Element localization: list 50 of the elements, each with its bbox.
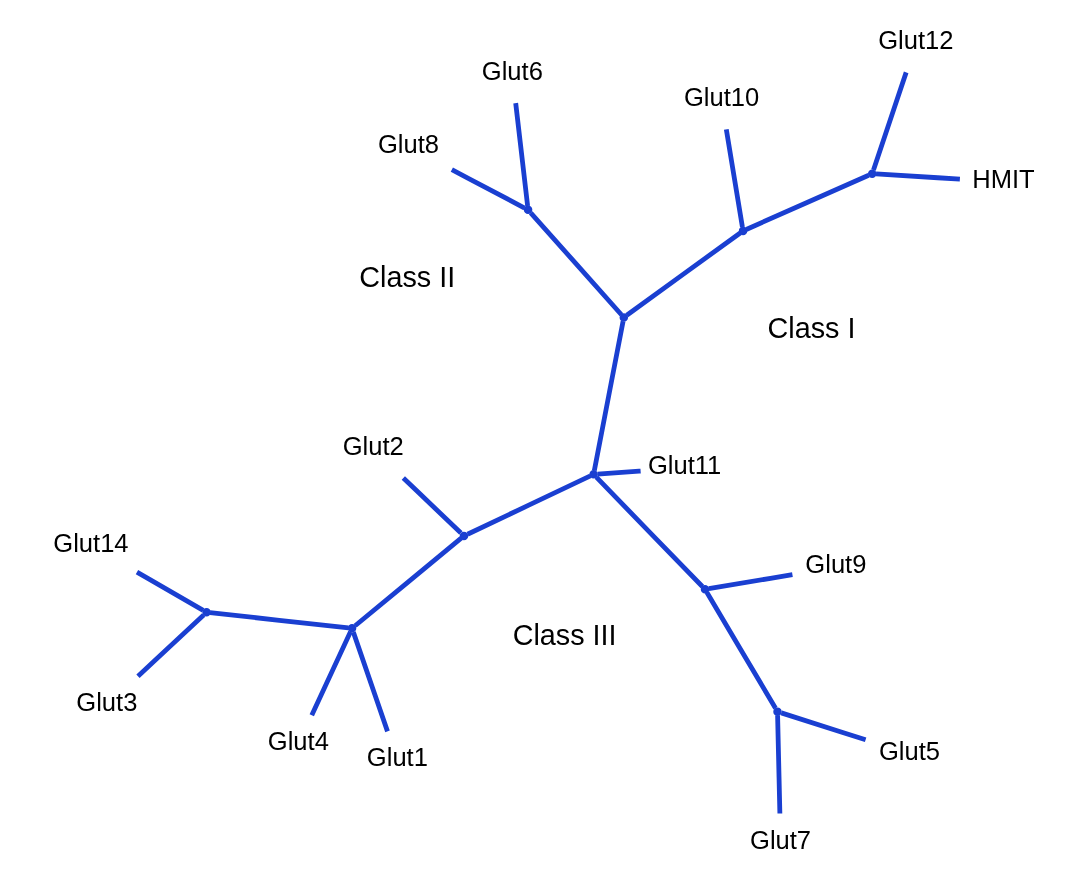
- connector: [350, 631, 390, 733]
- connector: [780, 710, 866, 743]
- connector: [401, 476, 463, 535]
- node-point: [459, 531, 468, 541]
- connector: [353, 536, 463, 628]
- connector: [450, 167, 526, 211]
- node-text: Glut5: [878, 736, 940, 765]
- node-point: [523, 205, 532, 215]
- connector: [135, 570, 204, 613]
- connector: [309, 630, 353, 717]
- node-point: [738, 226, 747, 236]
- node-text: Glut14: [52, 528, 129, 557]
- connector: [594, 475, 704, 589]
- node-point: [867, 169, 876, 178]
- connector: [591, 320, 625, 471]
- connector: [466, 473, 591, 537]
- connector: [774, 715, 782, 814]
- node-point: [772, 707, 782, 716]
- connector: [596, 468, 641, 477]
- label: Class I: [767, 312, 855, 345]
- node-text: Glut1: [366, 743, 428, 772]
- node-text: Glut6: [481, 57, 543, 86]
- node-point: [700, 585, 709, 594]
- node-point: [347, 624, 356, 633]
- label: Class III: [512, 619, 617, 652]
- connector: [135, 613, 205, 678]
- connector: [704, 591, 778, 710]
- connector: [723, 128, 745, 228]
- node-text: Glut4: [267, 727, 329, 756]
- connector: [870, 71, 908, 171]
- connector: [528, 211, 623, 317]
- node-text: Glut10: [683, 83, 759, 112]
- node-text: HMIT: [971, 164, 1035, 193]
- node-point: [619, 313, 628, 322]
- node-text: Glut12: [877, 26, 954, 55]
- node-point: [201, 608, 211, 617]
- node-text: Glut8: [377, 130, 439, 159]
- node-text: Glut3: [75, 688, 137, 717]
- node-text: Glut9: [804, 550, 866, 579]
- connector: [624, 231, 742, 318]
- connector: [209, 610, 349, 631]
- node-text: Glut7: [749, 825, 811, 854]
- label: Class II: [358, 261, 455, 294]
- node-point: [588, 470, 598, 479]
- connector: [512, 102, 530, 207]
- node-text: Glut11: [647, 450, 721, 479]
- connector: [707, 572, 793, 591]
- node-text: Glut2: [342, 432, 404, 461]
- connector: [875, 171, 960, 182]
- connector: [744, 173, 870, 232]
